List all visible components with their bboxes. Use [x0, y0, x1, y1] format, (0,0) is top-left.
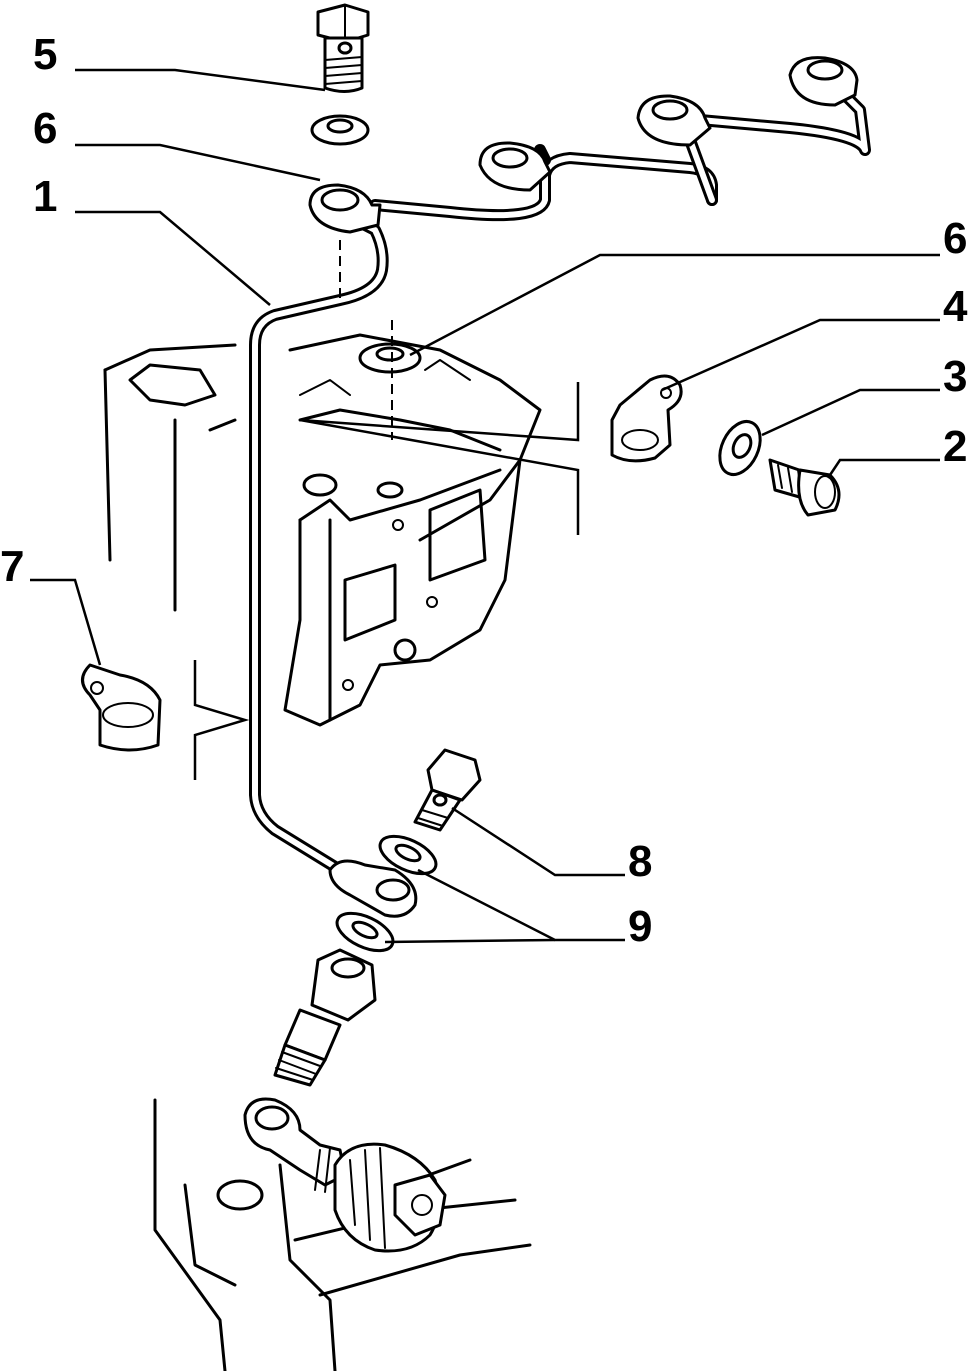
callout-9: 9: [628, 902, 653, 951]
callout-1: 1: [33, 172, 58, 221]
callout-5: 5: [33, 30, 58, 79]
bolt-2: [768, 458, 841, 517]
sealing-washer-9b: [335, 911, 395, 953]
callout-6-top: 6: [33, 104, 58, 153]
banjo-eye-3: [636, 94, 712, 147]
banjo-eye-2: [478, 141, 552, 192]
banjo-eye-lower: [328, 859, 418, 918]
callout-6-middle: 6: [943, 214, 968, 263]
banjo-bolt-top: [316, 3, 370, 93]
callout-8: 8: [628, 837, 653, 886]
banjo-eye-4: [788, 56, 859, 107]
callout-4: 4: [943, 282, 968, 331]
callout-7: 7: [0, 542, 25, 591]
cylinder-head: [103, 333, 542, 727]
sealing-washer-9a: [378, 834, 438, 876]
pipe-clip-7: [81, 663, 162, 752]
pipe-clip-4: [610, 374, 683, 463]
callout-3: 3: [943, 352, 968, 401]
callout-2: 2: [943, 422, 968, 471]
union-fitting: [273, 948, 377, 1087]
sealing-washer-middle: [358, 342, 422, 374]
leader-lines: [30, 68, 940, 944]
washer-3: [718, 420, 762, 476]
injection-pump: [153, 1097, 532, 1371]
banjo-eye-1: [308, 183, 382, 234]
banjo-bolt-8: [413, 748, 482, 832]
sealing-washer-top: [310, 114, 370, 146]
